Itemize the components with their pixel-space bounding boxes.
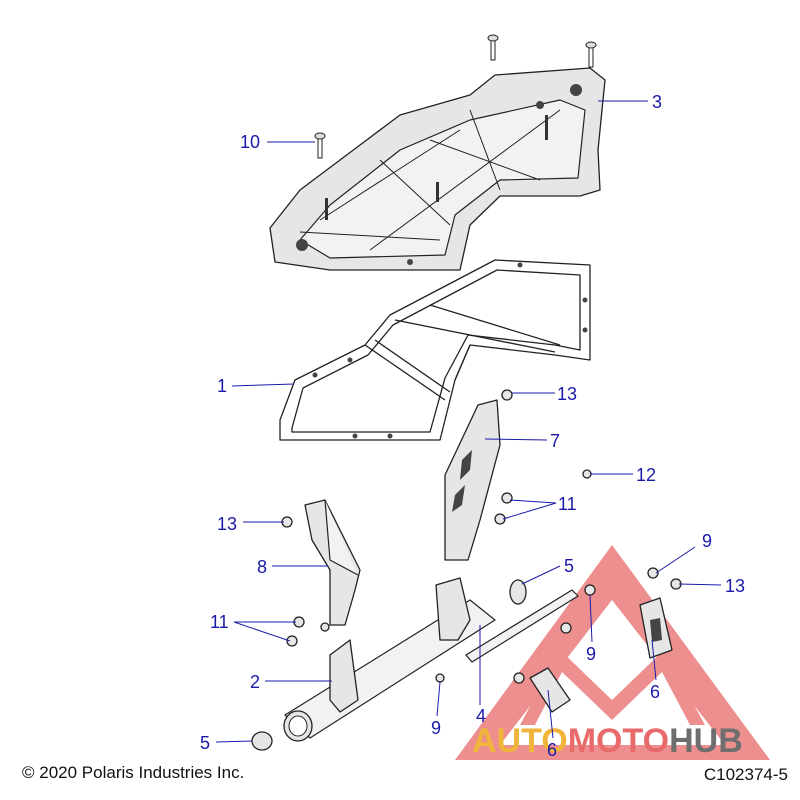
callout-8: 8 [257, 557, 267, 577]
callout-13-top: 13 [557, 384, 577, 404]
watermark-hub: HUB [669, 722, 743, 760]
callout-5-left: 5 [200, 733, 210, 753]
callout-11-right: 11 [558, 494, 577, 514]
watermark-moto: MOTO [568, 722, 669, 760]
part-10-bolts [314, 34, 597, 159]
callout-12: 12 [636, 465, 656, 485]
copyright-notice: © 2020 Polaris Industries Inc. [22, 763, 245, 782]
part-8-bracket [304, 499, 361, 626]
watermark-inner-m [520, 650, 705, 725]
callout-9-bottom: 9 [431, 718, 441, 738]
watermark-triangle [455, 545, 770, 760]
callout-1: 1 [217, 376, 227, 396]
small-fasteners [281, 389, 682, 684]
callout-6-right: 6 [650, 682, 660, 702]
callout-13-left: 13 [217, 514, 237, 534]
callout-9-mid: 9 [586, 644, 596, 664]
callout-2: 2 [250, 672, 260, 692]
part-6-clip-left [529, 667, 571, 713]
drawing-number: C102374-5 [703, 765, 788, 784]
watermark-logo [455, 545, 770, 760]
part-6-clip-right [639, 597, 673, 659]
callout-9-top: 9 [702, 531, 712, 551]
callouts: 3 10 1 13 7 12 11 13 9 8 5 13 11 9 2 6 4… [200, 92, 745, 760]
callout-3: 3 [652, 92, 662, 112]
leader-lines [215, 100, 722, 743]
callout-6-left: 6 [547, 740, 557, 760]
callout-11-left: 11 [210, 612, 229, 632]
callout-13-right: 13 [725, 576, 745, 596]
callout-10: 10 [240, 132, 260, 152]
part-3-rack [269, 67, 606, 271]
callout-7: 7 [550, 431, 560, 451]
svg-text:AUTOMOTOHUB: AUTOMOTOHUB [472, 722, 743, 760]
part-4-rod [465, 589, 579, 663]
callout-4: 4 [476, 706, 486, 726]
part-7-bracket [444, 399, 501, 561]
part-1-tube-frame [279, 259, 591, 441]
callout-5-right: 5 [564, 556, 574, 576]
part-2-cross-tube [283, 577, 496, 742]
